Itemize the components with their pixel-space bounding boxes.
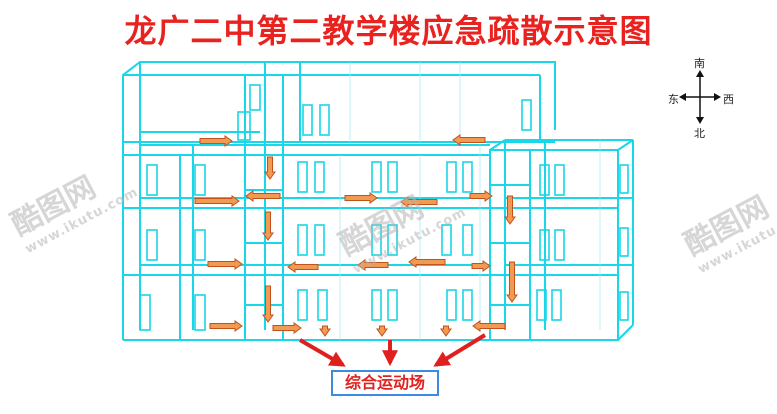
building-wireframe [122,61,634,341]
diagram-title: 龙广二中第二教学楼应急疏散示意图 [124,12,653,50]
route-arrow-12 [287,261,319,273]
destination-label: 综合运动场 [331,370,439,396]
route-arrow-1 [199,135,233,147]
route-arrow-2 [452,134,486,146]
route-arrow-20 [319,325,331,337]
interior-guides [339,62,601,340]
route-arrow-3 [264,156,276,180]
route-arrow-13 [357,259,389,271]
windows-and-doors [139,84,629,331]
compass-bottom-label: 北 [694,127,705,140]
route-arrow-15 [471,260,491,272]
route-arrow-22 [440,325,452,337]
route-arrow-5 [245,190,281,202]
route-arrow-9 [504,195,516,225]
route-arrow-14 [408,256,446,268]
compass-right-label: 西 [723,93,734,106]
compass-top-label: 南 [694,57,705,70]
final-arrow-left [298,338,346,367]
route-arrow-7 [400,196,438,208]
final-arrow-right [433,333,487,367]
route-arrow-19 [272,322,302,334]
route-arrow-8 [469,190,493,202]
route-arrow-10 [262,211,274,241]
route-arrow-18 [209,320,243,332]
route-arrow-11 [207,258,243,270]
route-arrow-17 [262,285,274,323]
final-arrows [298,333,487,367]
route-arrow-6 [344,192,378,204]
route-arrow-16 [506,261,518,303]
route-arrow-23 [472,320,506,332]
compass: 南 北 东 西 [668,55,734,140]
route-arrow-4 [194,195,240,207]
evacuation-route-arrows [194,134,518,337]
route-arrow-21 [376,325,388,337]
compass-left-label: 东 [668,93,679,106]
compass-cross-icon [679,70,721,124]
